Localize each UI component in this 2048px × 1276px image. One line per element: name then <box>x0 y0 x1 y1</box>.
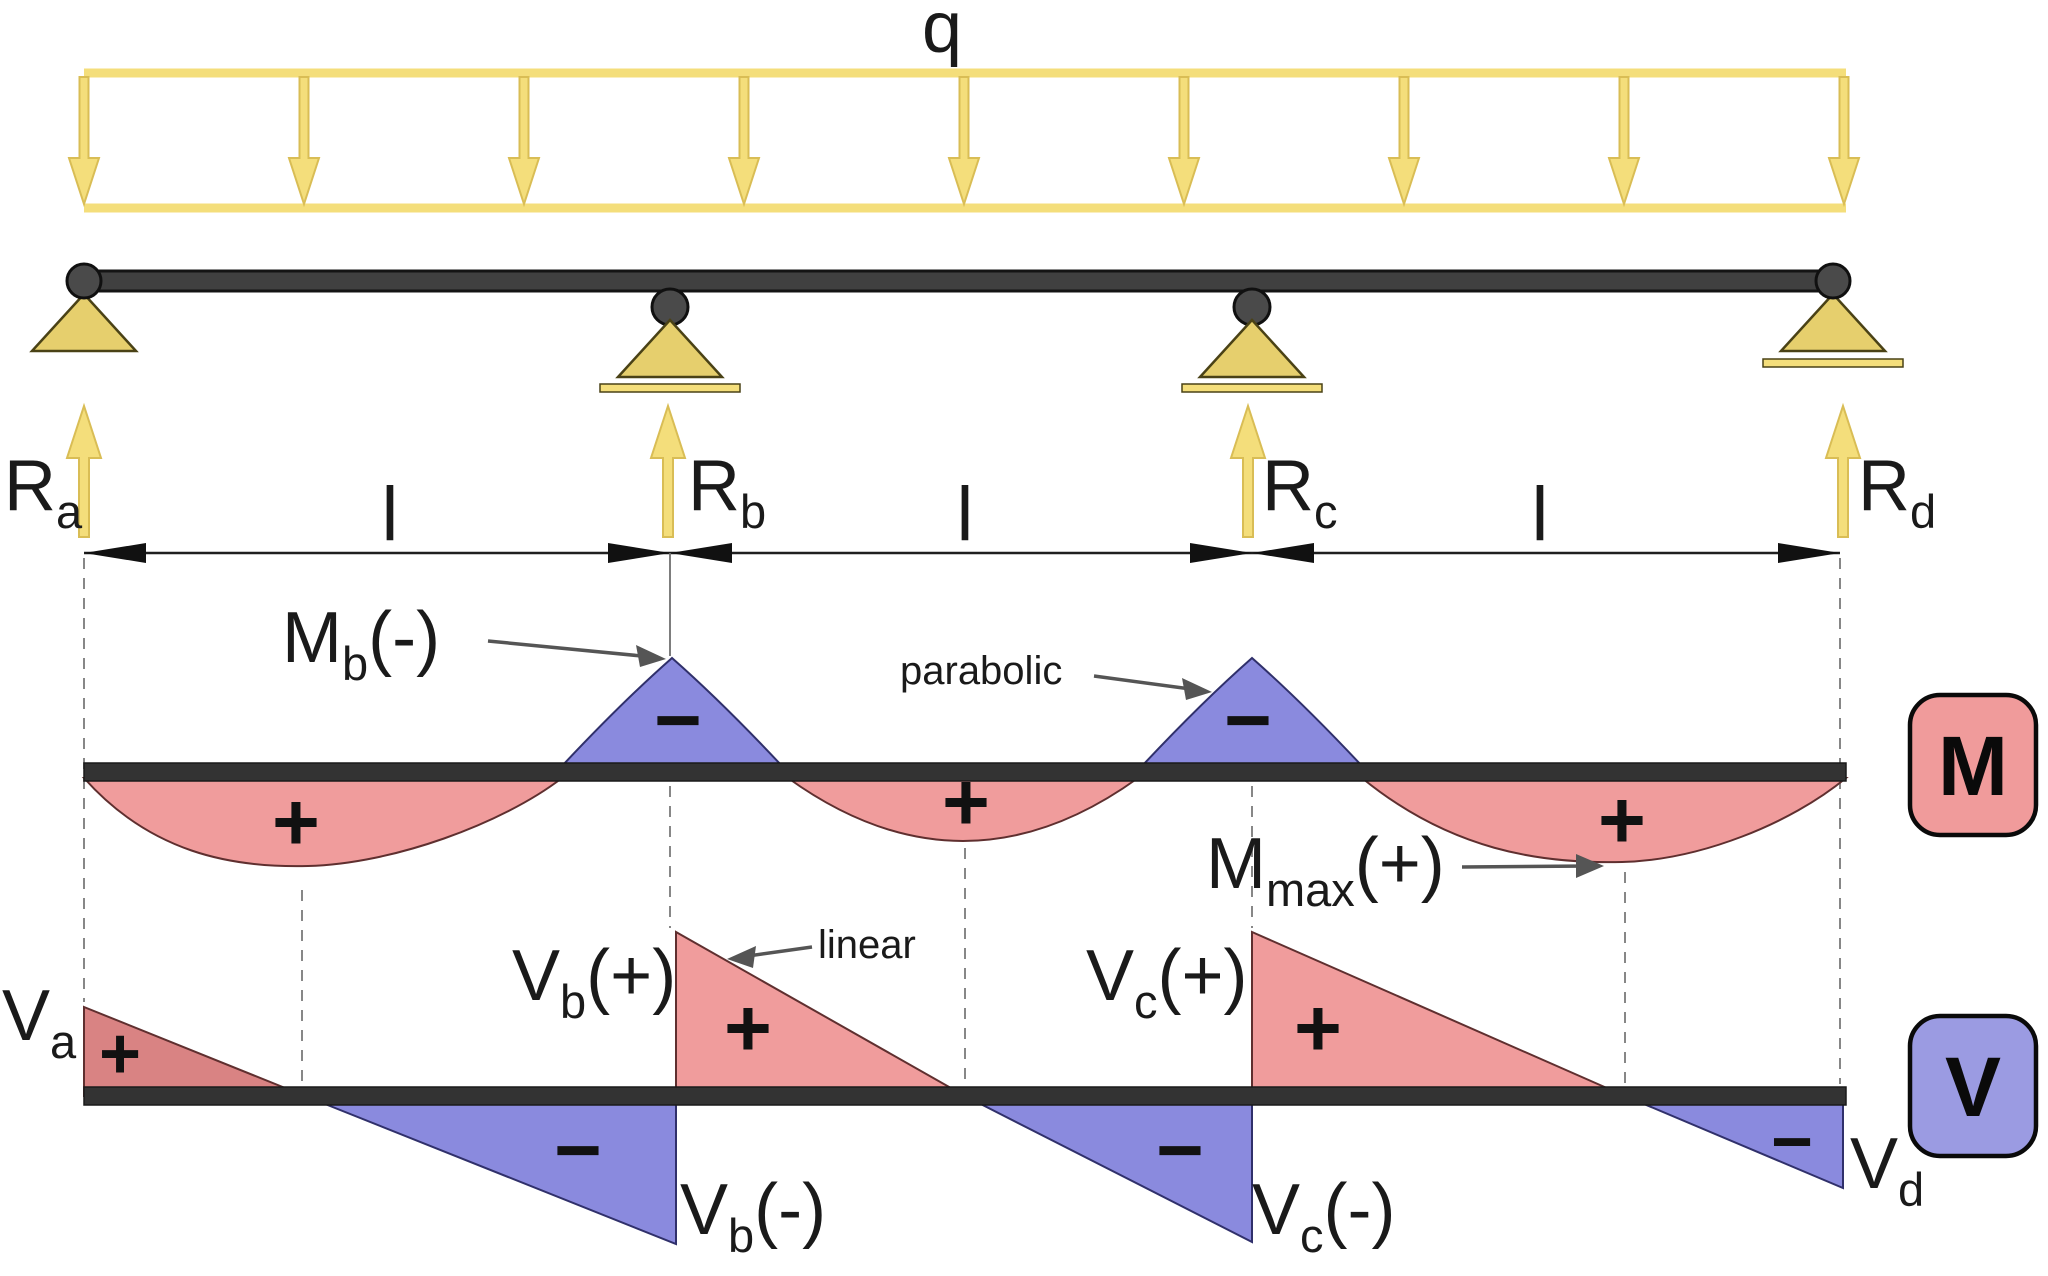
uniform-distributed-load: q <box>67 0 1861 213</box>
arrowhead-icon <box>1182 678 1212 700</box>
parabolic-note: parabolic <box>900 649 1062 693</box>
plus-sign: + <box>724 983 772 1074</box>
shear-badge-letter: V <box>1945 1040 2001 1134</box>
moment-badge-box <box>1907 692 2039 838</box>
support-triangle-icon <box>1778 292 1888 353</box>
plus-sign: + <box>99 1014 141 1094</box>
down-arrow-icon <box>507 76 541 208</box>
moment-badge-letter: M <box>1938 719 2008 813</box>
minus-sign: − <box>1224 675 1272 766</box>
reaction-a-label: Ra <box>4 446 83 538</box>
shear-d-label: Vd <box>1850 1124 1924 1216</box>
shear-badge: V <box>1907 1013 2039 1159</box>
beam <box>82 269 1848 293</box>
support-b-roller <box>599 287 741 393</box>
plus-sign: + <box>272 777 320 868</box>
down-arrow-icon <box>1387 76 1421 208</box>
down-arrow-icon <box>1167 76 1201 208</box>
shear-negative-span2 <box>964 1095 1253 1244</box>
moment-neg-b-arrow <box>487 639 653 659</box>
span-length-label-1: l <box>382 472 399 557</box>
roller-base-line <box>1762 358 1904 368</box>
dim-arrow-icon <box>670 543 732 563</box>
dim-arrow-icon <box>1252 543 1314 563</box>
moment-positive-span1 <box>81 777 565 868</box>
shear-c-neg-label: Vc(-) <box>1252 1170 1395 1262</box>
minus-sign: − <box>1771 1102 1813 1182</box>
down-arrow-icon <box>1827 76 1861 208</box>
reaction-d-label: Rd <box>1858 446 1936 538</box>
pin-circle-icon <box>1814 262 1852 300</box>
support-d-roller <box>1762 262 1904 368</box>
arrowhead-icon <box>636 645 666 667</box>
down-arrow-icon <box>1607 76 1641 208</box>
up-arrow-icon <box>649 402 687 538</box>
up-arrow-icon <box>65 402 103 538</box>
plus-sign: + <box>942 757 990 848</box>
reaction-b-label: Rb <box>688 446 766 538</box>
moment-max-arrow <box>1461 864 1591 869</box>
minus-sign: − <box>654 675 702 766</box>
support-a-pin <box>29 262 139 353</box>
minus-sign: − <box>1156 1105 1204 1196</box>
moment-badge: M <box>1907 692 2039 838</box>
down-arrow-icon <box>727 76 761 208</box>
up-arrow-icon <box>1229 402 1267 538</box>
shear-b-pos-label: Vb(+) <box>512 936 676 1028</box>
span-dimension-line: l l l <box>84 472 1840 563</box>
shear-badge-box <box>1907 1013 2039 1159</box>
support-triangle-icon <box>615 318 725 379</box>
plus-sign: + <box>1598 775 1646 866</box>
linear-note: linear <box>818 923 916 967</box>
moment-negative-at-c <box>1139 656 1365 767</box>
moment-neg-b-label: Mb(-) <box>282 598 440 690</box>
span-length-label-2: l <box>957 472 974 557</box>
down-arrow-icon <box>287 76 321 208</box>
down-arrow-icon <box>947 76 981 208</box>
pin-circle-icon <box>65 262 103 300</box>
arrowhead-icon <box>1576 854 1604 878</box>
roller-base-line <box>1181 383 1323 393</box>
dim-arrow-icon <box>1778 543 1840 563</box>
dim-arrow-icon <box>608 543 670 563</box>
arrowhead-icon <box>727 946 756 968</box>
support-c-roller <box>1181 287 1323 393</box>
dim-arrow-icon <box>84 543 146 563</box>
moment-negative-at-b <box>559 656 785 767</box>
support-triangle-icon <box>29 292 139 353</box>
up-arrow-icon <box>1824 402 1862 538</box>
load-label: q <box>922 0 962 68</box>
shear-a-label: Va <box>2 976 77 1068</box>
moment-positive-span2 <box>784 777 1142 842</box>
moment-max-label: Mmax(+) <box>1206 824 1445 916</box>
shear-diagram: + + + − − − Va Vb(+) Vb(-) Vc(+) Vc(-) V… <box>2 923 2039 1262</box>
moment-positive-span3 <box>1359 777 1849 864</box>
parabolic-arrow <box>1093 674 1199 692</box>
shear-b-neg-label: Vb(-) <box>680 1170 826 1262</box>
load-arrow-icons <box>67 76 1861 208</box>
dim-arrow-icon <box>1190 543 1252 563</box>
plus-sign: + <box>1294 983 1342 1074</box>
moment-baseline-bar <box>83 762 1847 782</box>
beam-and-supports <box>29 262 1904 393</box>
roller-base-line <box>599 383 741 393</box>
reaction-c-label: Rc <box>1262 446 1338 538</box>
shear-baseline-bar <box>83 1086 1847 1106</box>
minus-sign: − <box>554 1105 602 1196</box>
shear-c-pos-label: Vc(+) <box>1086 936 1248 1028</box>
moment-diagram: + + + − − Mb(-) parabolic Mmax(+) M <box>81 598 2039 916</box>
support-triangle-icon <box>1197 318 1307 379</box>
span-length-label-3: l <box>1532 472 1549 557</box>
reaction-forces: Ra Rb Rc Rd <box>4 402 1936 538</box>
down-arrow-icon <box>67 76 101 208</box>
shear-negative-span1 <box>304 1095 677 1246</box>
